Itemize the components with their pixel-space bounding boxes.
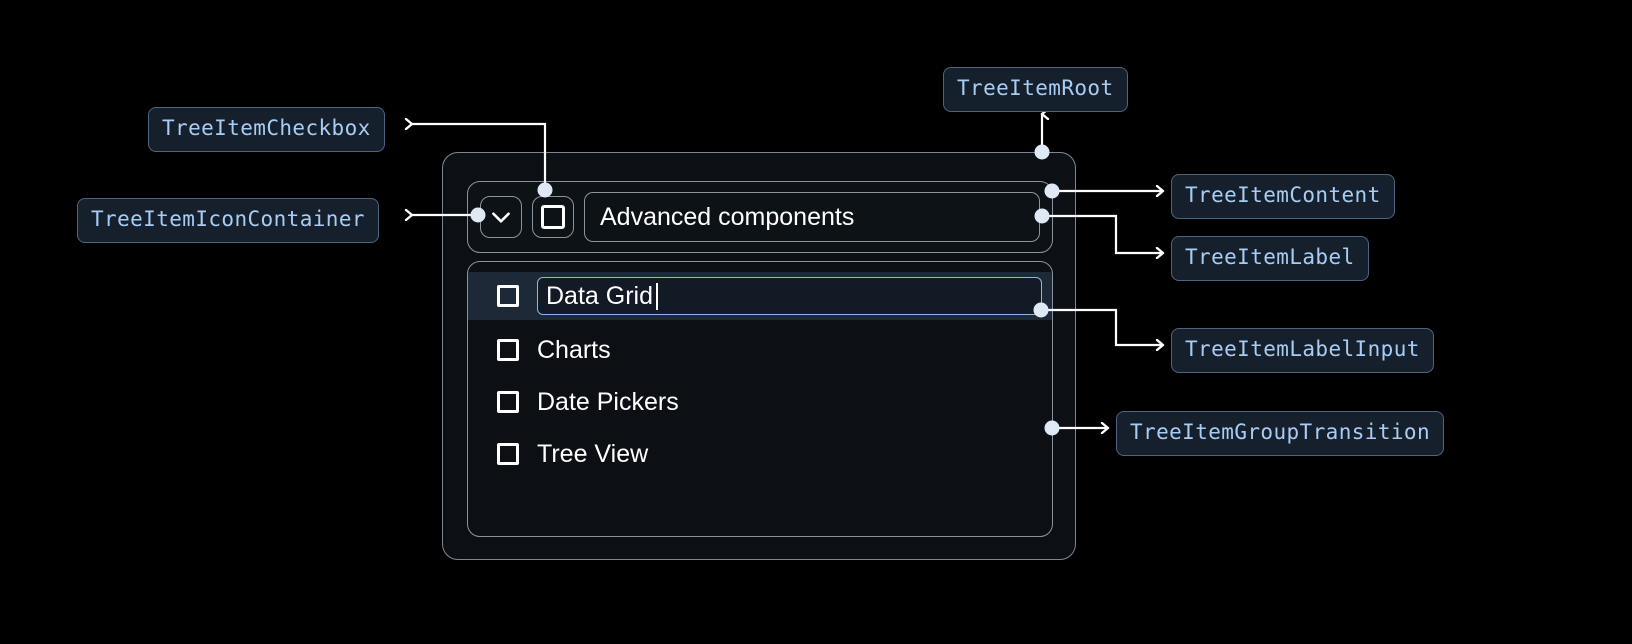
treeitem-label-child: Charts — [537, 335, 611, 364]
annotation-chip-treeitem-icon-container: TreeItemIconContainer — [77, 198, 379, 243]
treeitem-child-row[interactable]: Tree View — [468, 432, 1052, 476]
treeitem-checkbox-child[interactable] — [497, 285, 519, 307]
treeitem-label-text: Advanced components — [600, 202, 855, 231]
treeitem-checkbox[interactable] — [532, 196, 574, 238]
treeitem-icon-container[interactable] — [480, 196, 522, 238]
treeitem-checkbox-child[interactable] — [497, 339, 519, 361]
treeitem-group-transition: Data Grid Charts Date Pickers Tree View — [467, 261, 1053, 537]
annotation-chip-treeitem-label: TreeItemLabel — [1171, 236, 1369, 281]
chevron-down-icon — [492, 212, 510, 223]
treeitem-label-input[interactable]: Data Grid — [537, 277, 1042, 315]
annotation-chip-treeitem-content: TreeItemContent — [1171, 174, 1395, 219]
text-caret — [655, 282, 658, 310]
annotation-chip-treeitem-label-input: TreeItemLabelInput — [1171, 328, 1434, 373]
treeitem-label-input-value: Data Grid — [546, 281, 653, 310]
treeitem-label-child: Date Pickers — [537, 387, 679, 416]
treeitem-root[interactable]: Advanced components Data Grid Charts Dat… — [442, 152, 1076, 560]
treeitem-checkbox-child[interactable] — [497, 443, 519, 465]
treeitem-child-row[interactable]: Date Pickers — [468, 380, 1052, 424]
treeitem-label[interactable]: Advanced components — [584, 192, 1040, 242]
treeitem-child-row[interactable]: Data Grid — [468, 272, 1052, 320]
annotation-chip-treeitem-root: TreeItemRoot — [943, 67, 1128, 112]
annotation-chip-treeitem-group-transition: TreeItemGroupTransition — [1116, 411, 1444, 456]
treeitem-checkbox-child[interactable] — [497, 391, 519, 413]
checkbox-square-icon — [541, 205, 565, 229]
annotation-chip-treeitem-checkbox: TreeItemCheckbox — [148, 107, 385, 152]
treeitem-child-row[interactable]: Charts — [468, 328, 1052, 372]
treeitem-label-child: Tree View — [537, 439, 649, 468]
treeitem-content[interactable]: Advanced components — [467, 181, 1053, 253]
